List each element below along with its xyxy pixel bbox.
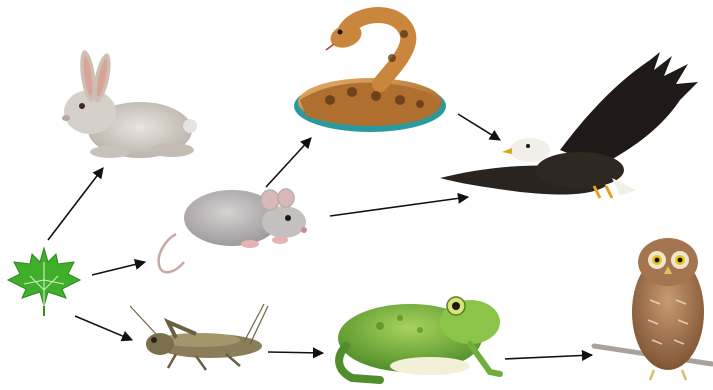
eagle-icon: [440, 52, 698, 198]
arrow-leaf-to-grasshopper: [75, 316, 132, 340]
mouse-icon: [159, 189, 307, 272]
arrow-frog-to-owl: [505, 355, 592, 359]
maple-leaf-icon: [8, 248, 80, 316]
grasshopper-icon: [130, 304, 268, 370]
arrow-mouse-to-snake: [266, 138, 311, 187]
arrow-mouse-to-eagle: [330, 197, 468, 216]
snake-icon: [294, 15, 446, 132]
arrow-leaf-to-rabbit: [48, 168, 103, 240]
arrow-leaf-to-mouse: [92, 262, 145, 275]
arrow-snake-to-eagle: [458, 114, 500, 140]
rabbit-icon: [62, 49, 197, 158]
frog-icon: [338, 297, 500, 380]
arrow-grasshopper-to-frog: [268, 352, 323, 353]
owl-icon: [594, 238, 712, 380]
